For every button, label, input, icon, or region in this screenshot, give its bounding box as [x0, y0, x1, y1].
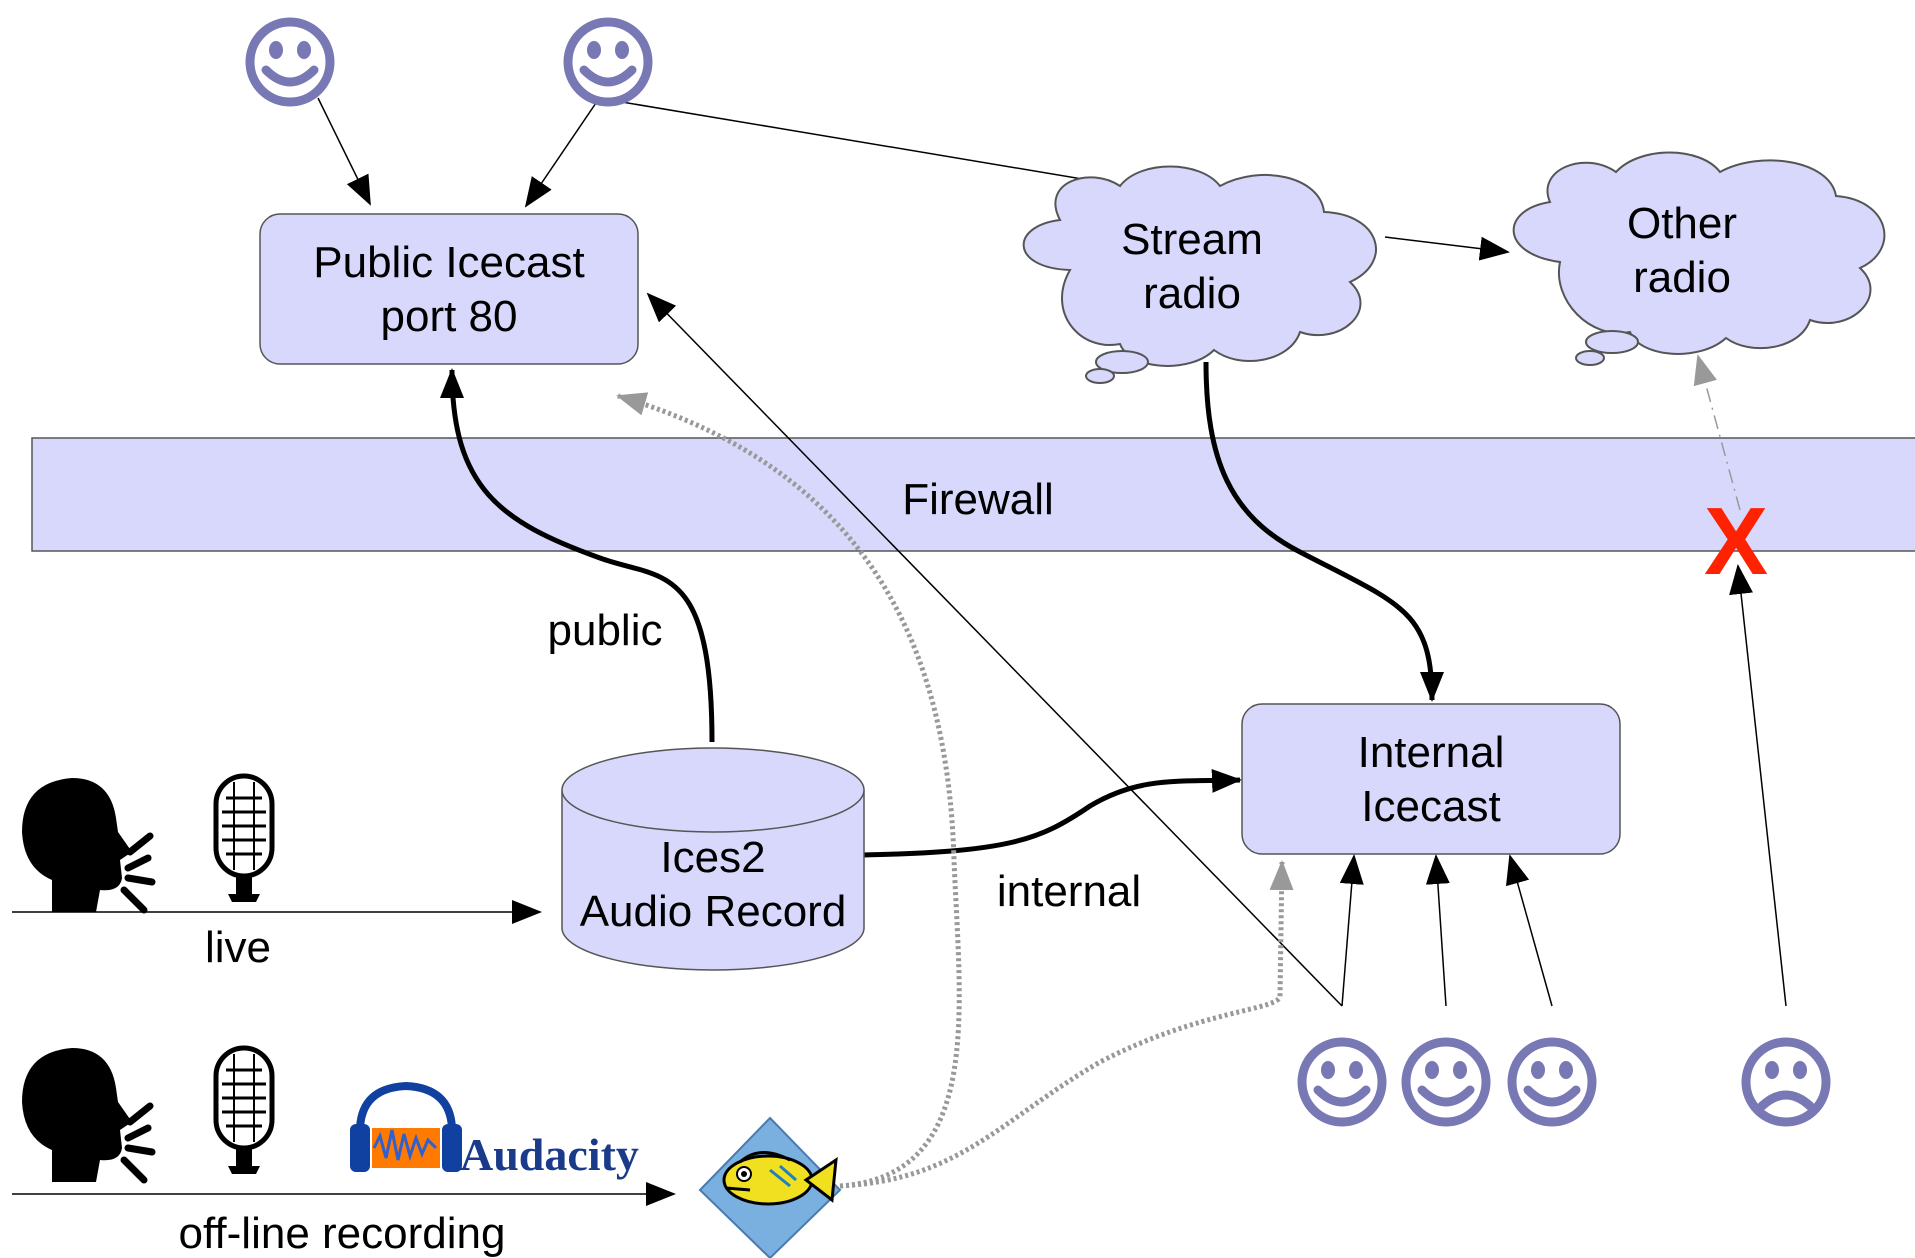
- edge-internal: [861, 768, 1242, 858]
- internal-icecast-label-2: Icecast: [1361, 782, 1500, 831]
- edge-stream-to-other: [1384, 236, 1510, 261]
- public-icecast-box: [259, 213, 639, 365]
- ices2-cylinder: [561, 747, 865, 971]
- edge-fish-to-public-dotted: [616, 392, 962, 1189]
- smiley-icon: [1512, 1042, 1592, 1122]
- internal-icecast-box: [1241, 703, 1621, 855]
- edge-user-a-to-internal: [1339, 854, 1364, 1007]
- edge-user-c-to-internal: [1505, 854, 1553, 1007]
- speaking-person-icon: [22, 1048, 152, 1182]
- edge-public: [440, 368, 715, 743]
- audacity-logo-text: Audacity: [460, 1129, 639, 1180]
- firewall-label: Firewall: [902, 475, 1054, 524]
- internal-icecast-label-1: Internal: [1358, 728, 1505, 777]
- ices-fish-icon: [698, 1116, 842, 1258]
- blocked-x-marker: X: [1704, 488, 1768, 595]
- other-radio-label-1: Other: [1627, 199, 1737, 248]
- smiley-icon: [250, 22, 330, 102]
- ices2-label-1: Ices2: [660, 833, 765, 882]
- other-radio-cloud: [1512, 151, 1886, 366]
- edge-internal-users-to-public: [646, 292, 1343, 1007]
- edge-user-b-to-internal: [1425, 854, 1450, 1007]
- edge-stream-to-internal: [1203, 361, 1444, 702]
- speaking-person-icon: [22, 778, 152, 912]
- frowny-icon: [1746, 1042, 1826, 1122]
- edge-label-public: public: [548, 606, 663, 655]
- edge-label-offline: off-line recording: [179, 1209, 506, 1258]
- smiley-icon: [1406, 1042, 1486, 1122]
- public-icecast-label-1: Public Icecast: [313, 238, 584, 287]
- public-icecast-label-2: port 80: [381, 292, 518, 341]
- stream-radio-cloud: [1022, 165, 1377, 384]
- edge-smiley2-to-stream: [609, 99, 1149, 191]
- firewall-band: [31, 437, 1915, 552]
- smiley-icon: [568, 22, 648, 102]
- edge-smiley2-to-public: [524, 99, 599, 208]
- audacity-logo: Audacity: [350, 1081, 639, 1180]
- edge-firewall-to-other-dashed: [1693, 354, 1741, 511]
- edge-smiley1-to-public: [317, 97, 371, 206]
- ices2-label-2: Audio Record: [580, 887, 847, 936]
- microphone-icon: [216, 776, 272, 902]
- edge-sad-user-to-firewall: [1729, 564, 1787, 1007]
- edge-label-live: live: [205, 923, 271, 972]
- microphone-icon: [216, 1048, 272, 1174]
- smiley-icon: [1302, 1042, 1382, 1122]
- other-radio-label-2: radio: [1633, 253, 1731, 302]
- stream-radio-label-1: Stream: [1121, 215, 1263, 264]
- stream-radio-label-2: radio: [1143, 269, 1241, 318]
- edge-label-internal: internal: [997, 867, 1141, 916]
- edge-fish-to-internal-dotted: [839, 860, 1294, 1189]
